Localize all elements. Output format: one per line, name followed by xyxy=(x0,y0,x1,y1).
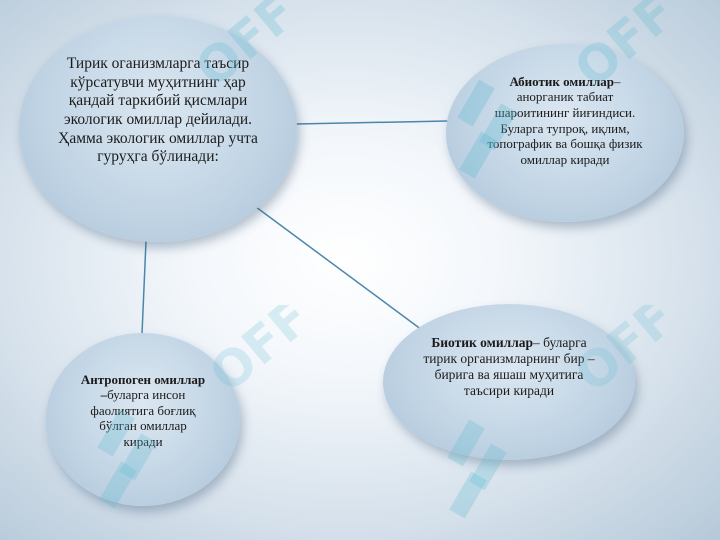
abiotic-title: Абиотик омиллар xyxy=(509,73,615,89)
anthropogenic-factors-node: Антропоген омиллар –буларга инсон фаолия… xyxy=(46,333,240,506)
connector-main-biotic xyxy=(255,206,423,331)
main-concept-text: Тирик оганизмларга таъсир кўрсатувчи муҳ… xyxy=(58,55,258,166)
biotic-factors-node: Биотик омиллар– буларга тирик организмла… xyxy=(383,304,635,460)
anthropogenic-title: Антропоген омиллар – xyxy=(80,371,206,403)
biotic-title: Биотик омиллар xyxy=(431,334,534,350)
abiotic-factors-node: Абиотик омиллар– анорганик табиат шароит… xyxy=(446,44,684,222)
anthropogenic-body: буларга инсон фаолиятига боғлиқ бўлган о… xyxy=(90,387,196,449)
biotic-body: – буларга тирик организмларнинг бир – би… xyxy=(423,334,595,399)
connector-main-anthropogenic xyxy=(141,240,147,335)
main-concept-node: Тирик оганизмларга таъсир кўрсатувчи муҳ… xyxy=(19,16,297,242)
abiotic-body: – анорганик табиат шароитининг йиғиндиси… xyxy=(487,73,643,167)
connector-main-abiotic xyxy=(295,120,449,125)
